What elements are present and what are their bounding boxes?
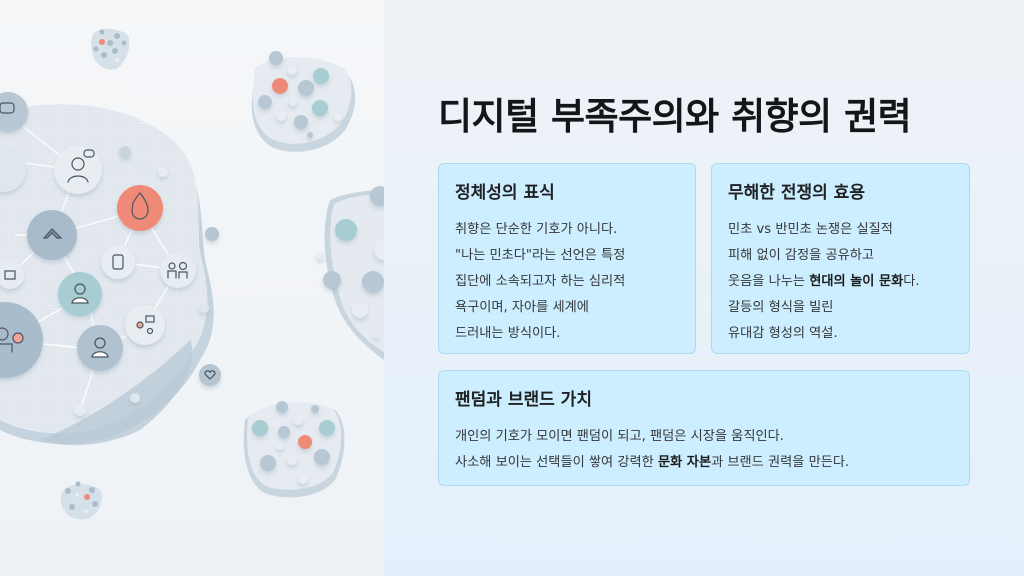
card-line: 갈등의 형식을 빌린	[728, 300, 834, 315]
home-node	[0, 261, 24, 289]
chevron-icon	[42, 228, 63, 239]
card-line: 유대감 형성의 역설.	[728, 326, 838, 341]
illustration-panel	[0, 0, 384, 576]
bottom-island	[243, 401, 345, 498]
heart-icon	[204, 370, 216, 380]
top-island	[251, 51, 356, 152]
card-title: 팬덤과 브랜드 가치	[455, 390, 592, 410]
card-line: 사소해 보이는 선택들이 쌓여 강력한 문화 자본과 브랜드 권력을 만든다.	[455, 455, 850, 470]
cubes-node	[0, 148, 26, 192]
jar-node	[101, 245, 135, 279]
card-body: 취향은 단순한 기호가 아니다. "나는 민초다"라는 선언은 특정 집단에 소…	[455, 217, 679, 347]
network-icon	[136, 321, 144, 329]
card-body: 개인의 기호가 모이면 팬덤이 되고, 팬덤은 시장을 움직인다. 사소해 보이…	[455, 424, 953, 476]
heart-node	[199, 364, 221, 386]
card-line: 피해 없이 감정을 공유하고	[728, 248, 875, 263]
card-line: "나는 민초다"라는 선언은 특정	[455, 248, 626, 263]
user-icon	[94, 337, 106, 349]
card-identity-marker: 정체성의 표식 취향은 단순한 기호가 아니다. "나는 민초다"라는 선언은 …	[438, 163, 696, 354]
network-illustration	[0, 28, 384, 520]
card-fandom-brand: 팬덤과 브랜드 가치 개인의 기호가 모이면 팬덤이 되고, 팬덤은 시장을 움…	[438, 370, 970, 486]
family-icon	[168, 262, 176, 270]
card-line: 욕구이며, 자아를 세계에	[455, 300, 589, 315]
page-title: 디지털 부족주의와 취향의 권력	[438, 95, 912, 138]
jar-icon	[112, 254, 124, 270]
card-body: 민초 vs 반민초 논쟁은 실질적 피해 없이 감정을 공유하고 웃음을 나누는…	[728, 217, 953, 347]
card-title: 정체성의 표식	[455, 183, 555, 203]
chevron-node	[27, 210, 77, 260]
group-icon	[0, 327, 9, 341]
person-speech-icon	[71, 157, 85, 171]
drop-node	[117, 185, 163, 231]
card-line: 취향은 단순한 기호가 아니다.	[455, 222, 618, 237]
drop-icon	[131, 192, 149, 220]
home-icon	[4, 270, 16, 280]
card-line: 웃음을 나누는 현대의 놀이 문화다.	[728, 274, 920, 289]
tiny-island-bottom	[60, 481, 102, 520]
card-harmless-war: 무해한 전쟁의 효용 민초 vs 반민초 논쟁은 실질적 피해 없이 감정을 공…	[711, 163, 970, 354]
card-line: 드러내는 방식이다.	[455, 326, 561, 341]
main-island	[0, 104, 214, 446]
card-title: 무해한 전쟁의 효용	[728, 183, 865, 203]
chat-icon	[0, 102, 15, 114]
highlight-text: 문화 자본	[657, 455, 712, 470]
highlight-text: 현대의 놀이 문화	[809, 274, 904, 289]
network-node	[125, 305, 165, 345]
card-line: 개인의 기호가 모이면 팬덤이 되고, 팬덤은 시장을 움직인다.	[455, 429, 784, 444]
family-node	[160, 252, 196, 288]
card-line: 집단에 소속되고자 하는 심리적	[455, 274, 626, 289]
right-island	[316, 186, 384, 360]
card-line: 민초 vs 반민초 논쟁은 실질적	[728, 222, 893, 237]
tiny-island-top	[91, 28, 130, 70]
person-icon	[74, 283, 86, 295]
